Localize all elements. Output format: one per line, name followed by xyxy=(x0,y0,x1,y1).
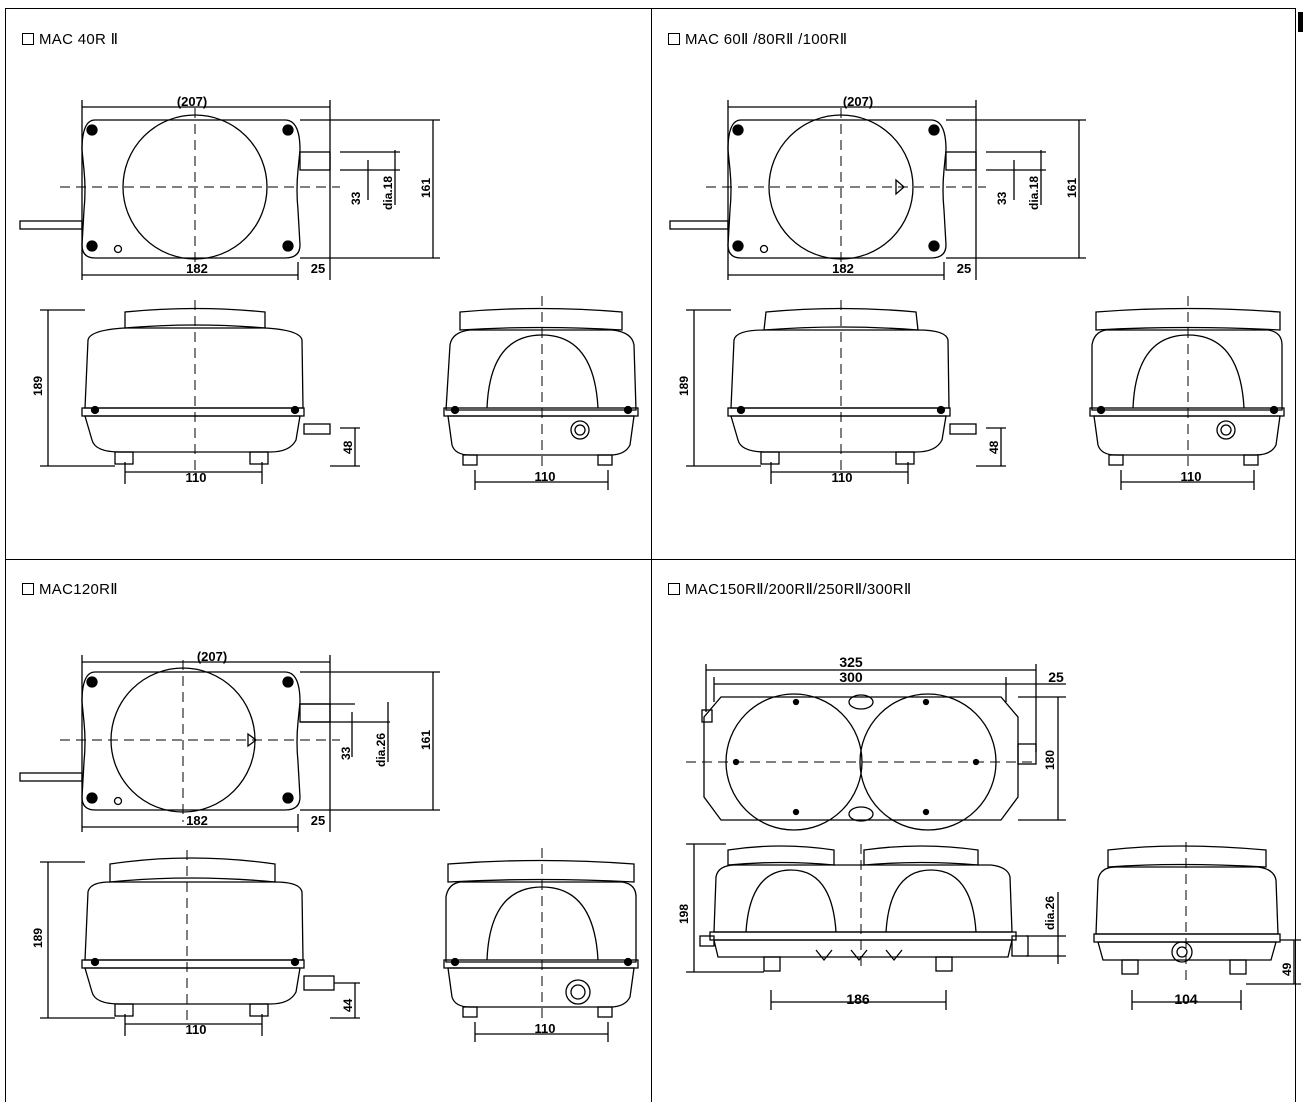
dim-height: 161 xyxy=(419,730,433,750)
dim-height: 180 xyxy=(1043,750,1057,770)
page-edge-mark xyxy=(1298,12,1303,32)
dim-feet-span: 186 xyxy=(846,991,870,1007)
panel-title: MAC150RⅡ/200RⅡ/250RⅡ/300RⅡ xyxy=(668,580,912,598)
front-view xyxy=(40,300,360,484)
checkbox-square-icon xyxy=(22,583,34,595)
front-view xyxy=(686,843,1066,1010)
dim-outlet-offset: 33 xyxy=(995,191,1009,205)
dim-outlet-dia: dia.18 xyxy=(381,176,395,210)
top-view xyxy=(669,100,1086,280)
side-view xyxy=(1093,842,1301,1010)
dim-side-outlet-height: 49 xyxy=(1280,962,1294,976)
dim-side-feet-span: 104 xyxy=(1174,991,1198,1007)
dim-front-height: 189 xyxy=(31,928,45,948)
dim-outlet-dia: dia.18 xyxy=(1027,176,1041,210)
panel-title: MAC 60Ⅱ /80RⅡ /100RⅡ xyxy=(668,30,847,48)
dim-outlet-height: 48 xyxy=(987,440,1001,454)
drawing-mac150-300: 325 300 25 180 198 dia.26 186 xyxy=(677,654,1301,1010)
dim-outlet-height: 44 xyxy=(341,998,355,1012)
dim-outlet-dia: dia.26 xyxy=(1043,896,1057,930)
dim-outlet-len: 25 xyxy=(311,813,325,828)
dim-outlet-height: 48 xyxy=(341,440,355,454)
dim-side-feet-span: 110 xyxy=(535,469,556,484)
front-view xyxy=(686,300,1006,484)
side-view xyxy=(443,296,639,490)
side-view xyxy=(443,848,639,1042)
dim-feet-span: 110 xyxy=(186,1022,207,1037)
drawing-mac40: (207) 182 25 33 dia.18 161 189 48 110 xyxy=(19,94,639,490)
dim-width-base: 182 xyxy=(832,261,854,276)
dim-outlet-len: 25 xyxy=(957,261,971,276)
dim-width-overall: (207) xyxy=(177,94,207,109)
side-view xyxy=(1089,296,1285,490)
dim-side-feet-span: 110 xyxy=(1181,469,1202,484)
dim-outlet-offset: 33 xyxy=(339,746,353,760)
dim-width-base: 300 xyxy=(839,669,863,685)
drawing-mac60-100: (207) 182 25 33 dia.18 161 189 48 110 xyxy=(669,94,1285,490)
dim-feet-span: 110 xyxy=(832,470,853,485)
panel-mac150-300 xyxy=(651,559,1296,1102)
dim-feet-span: 110 xyxy=(186,470,207,485)
dim-outlet-offset: 33 xyxy=(349,191,363,205)
top-view xyxy=(686,664,1066,831)
dim-outlet-len: 25 xyxy=(1048,669,1064,685)
dim-outlet-len: 25 xyxy=(311,261,325,276)
dim-height: 161 xyxy=(1065,178,1079,198)
dim-front-height: 189 xyxy=(31,376,45,396)
panel-title: MAC 40R Ⅱ xyxy=(22,30,118,48)
dim-outlet-dia: dia.26 xyxy=(374,733,388,767)
top-view xyxy=(19,655,440,832)
checkbox-square-icon xyxy=(668,583,680,595)
dim-side-feet-span: 110 xyxy=(535,1021,556,1036)
dim-width-base: 182 xyxy=(186,261,208,276)
dim-front-height: 189 xyxy=(677,376,691,396)
dim-front-height: 198 xyxy=(677,904,691,924)
dim-width-base: 182 xyxy=(186,813,208,828)
checkbox-square-icon xyxy=(22,33,34,45)
drawing-mac120: (207) 182 25 33 dia.26 161 189 44 110 xyxy=(19,649,639,1042)
dim-width-overall: 325 xyxy=(839,654,863,670)
top-view xyxy=(19,100,440,280)
front-view xyxy=(40,850,360,1036)
dim-height: 161 xyxy=(419,178,433,198)
dim-width-overall: (207) xyxy=(843,94,873,109)
dim-width-overall: (207) xyxy=(197,649,227,664)
checkbox-square-icon xyxy=(668,33,680,45)
panel-title: MAC120RⅡ xyxy=(22,580,118,598)
